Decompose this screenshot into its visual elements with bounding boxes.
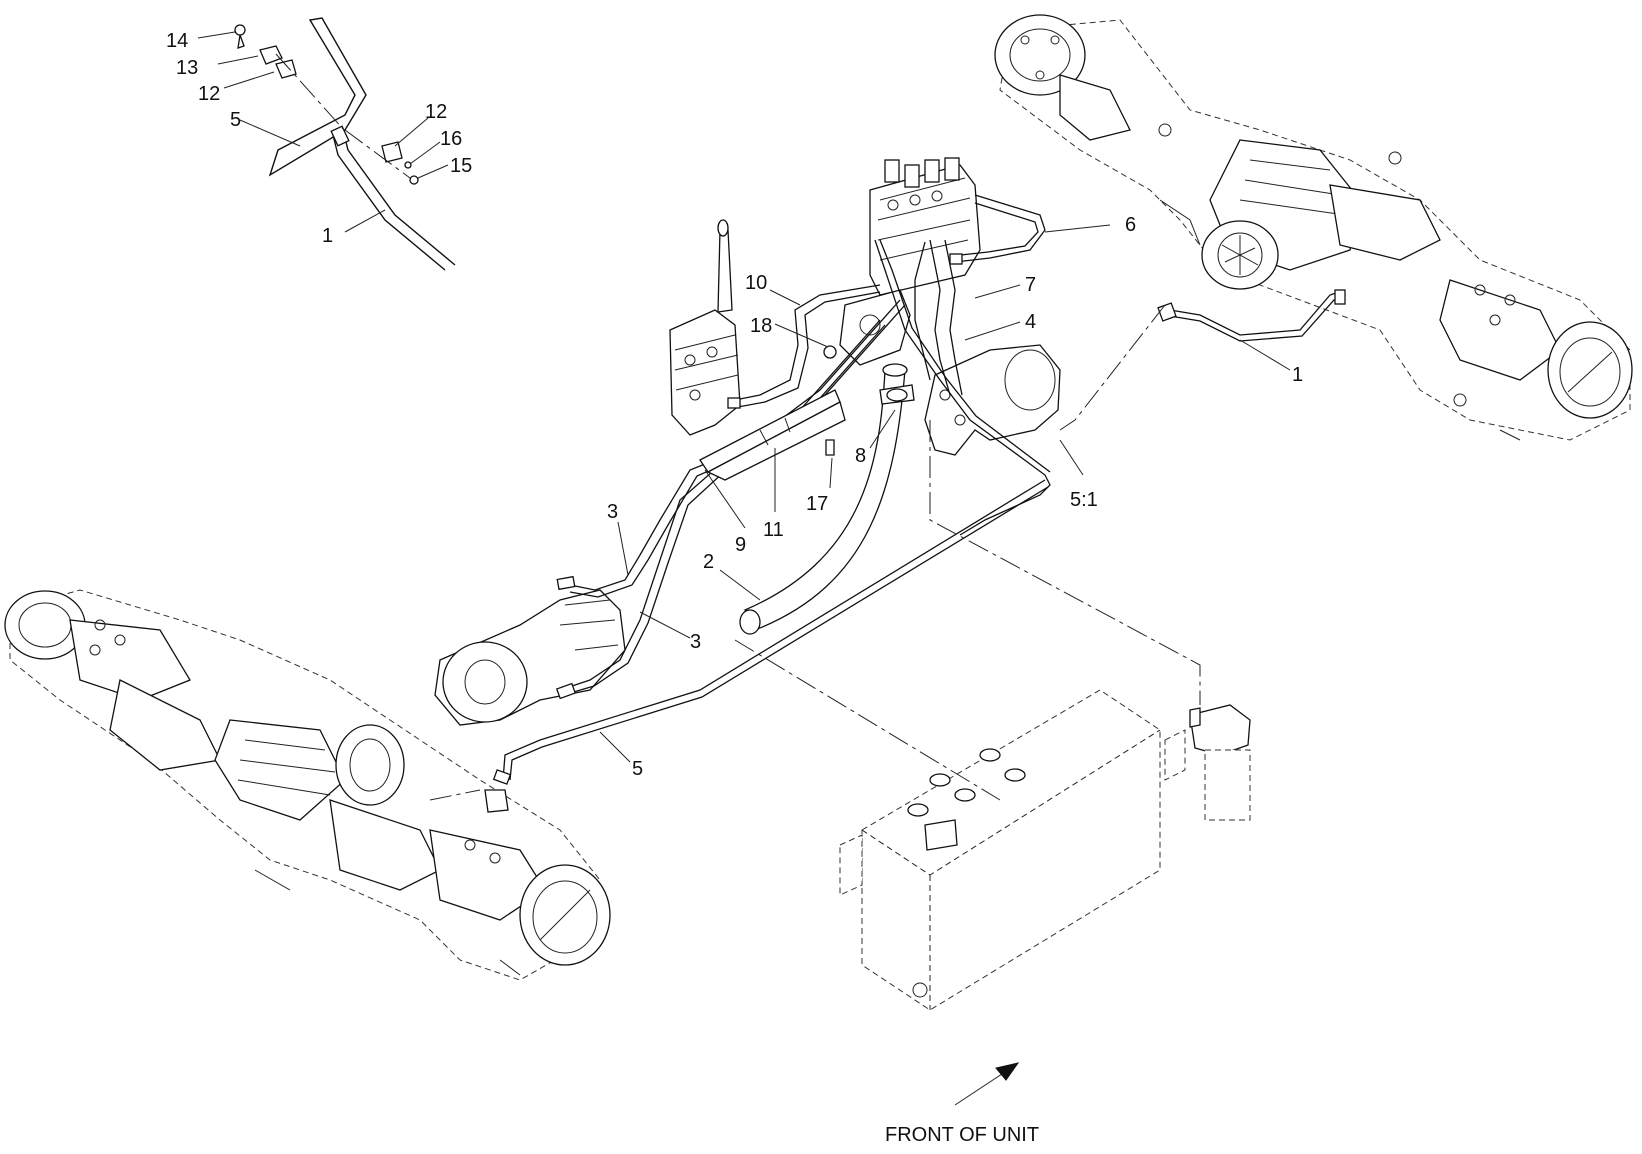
callout-8: 8 bbox=[855, 445, 866, 467]
callout-5: 5 bbox=[632, 758, 643, 780]
phantom-lines bbox=[429, 304, 1201, 801]
callout-3: 3 bbox=[690, 631, 701, 653]
callout-6: 6 bbox=[1125, 214, 1136, 236]
callout-5-1: 5:1 bbox=[1070, 489, 1098, 511]
callout-17: 17 bbox=[806, 493, 828, 515]
callout-2: 2 bbox=[703, 551, 714, 573]
callout-3: 3 bbox=[607, 501, 618, 523]
front-axle-assembly bbox=[4, 589, 611, 981]
callout-12: 12 bbox=[198, 83, 220, 105]
front-of-unit-label: FRONT OF UNIT bbox=[885, 1124, 1039, 1146]
callout-12: 12 bbox=[425, 101, 447, 123]
callout-15: 15 bbox=[450, 155, 472, 177]
callout-1: 1 bbox=[322, 225, 333, 247]
front-direction-arrow bbox=[954, 1062, 1020, 1106]
hydraulic-filter bbox=[1189, 704, 1251, 821]
drive-motor bbox=[434, 589, 626, 726]
callout-14: 14 bbox=[166, 30, 188, 52]
callout-11: 11 bbox=[763, 519, 784, 541]
callout-13: 13 bbox=[176, 57, 198, 79]
callout-16: 16 bbox=[440, 128, 462, 150]
pump-motor bbox=[924, 344, 1061, 456]
leader-lines bbox=[197, 31, 1291, 763]
callout-5: 5 bbox=[230, 109, 241, 131]
callout-18: 18 bbox=[750, 315, 772, 337]
control-valve bbox=[669, 219, 741, 436]
callout-9: 9 bbox=[735, 534, 746, 556]
callout-7: 7 bbox=[1025, 274, 1036, 296]
callout-4: 4 bbox=[1025, 311, 1036, 333]
callout-10: 10 bbox=[745, 272, 767, 294]
hydraulic-tank bbox=[839, 689, 1186, 1011]
fittings bbox=[492, 253, 1346, 785]
brace-bracket bbox=[699, 345, 908, 481]
callout-1: 1 bbox=[1292, 364, 1303, 386]
rear-axle-assembly bbox=[994, 14, 1633, 441]
callout-labels: 14 13 12 5 1 12 16 15 6 7 4 10 18 1 8 17… bbox=[166, 30, 1303, 1146]
detail-gauge-bracket bbox=[234, 17, 456, 271]
